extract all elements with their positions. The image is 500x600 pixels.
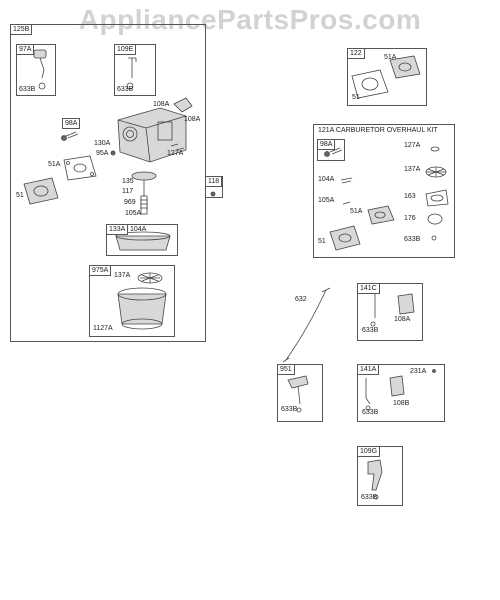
group-97a-frame [16, 44, 56, 96]
group-951-frame [277, 364, 323, 422]
part-231a-label[interactable]: 231A [410, 368, 427, 375]
part-95a-label[interactable]: 95A [96, 150, 109, 157]
kit-part-163-label[interactable]: 163 [404, 193, 416, 200]
part-97a-ref[interactable]: 97A [16, 44, 35, 55]
part-105a-label[interactable]: 105A [125, 210, 142, 217]
kit-part-98a-ref[interactable]: 98A [317, 139, 336, 150]
group-141c-frame [357, 283, 423, 341]
group-125b-ref[interactable]: 125B [10, 24, 33, 35]
group-122-ref[interactable]: 122 [347, 48, 365, 59]
part-109e-ref[interactable]: 109E [114, 44, 137, 55]
part-98a-ref[interactable]: 98A [62, 118, 81, 129]
part-108a-label[interactable]: 108A [394, 316, 411, 323]
group-975a-frame [89, 265, 175, 337]
kit-part-51a-label[interactable]: 51A [350, 208, 363, 215]
kit-part-633b-label[interactable]: 633B [404, 236, 421, 243]
part-633b-label[interactable]: 633B [362, 409, 379, 416]
part-969-label[interactable]: 969 [124, 199, 136, 206]
part-117-label[interactable]: 117 [122, 188, 134, 195]
part-1127a-label[interactable]: 1127A [93, 325, 113, 332]
part-118-ref[interactable]: 118 [205, 176, 223, 187]
part-633b-label[interactable]: 633B [362, 327, 379, 334]
kit-part-51-label[interactable]: 51 [318, 238, 326, 245]
part-632-label[interactable]: 632 [295, 296, 307, 303]
kit-part-127a-label[interactable]: 127A [404, 142, 421, 149]
part-633b-label[interactable]: 633B [117, 86, 134, 93]
part-135-label[interactable]: 135 [122, 178, 134, 185]
part-127a-label[interactable]: 127A [167, 150, 184, 157]
group-951-ref[interactable]: 951 [277, 364, 295, 375]
part-51a-label[interactable]: 51A [48, 161, 61, 168]
kit-part-137a-label[interactable]: 137A [404, 166, 421, 173]
part-130a-label[interactable]: 130A [94, 140, 111, 147]
kit-title-text: CARBURETOR OVERHAUL KIT [335, 127, 438, 134]
part-51a-label[interactable]: 51A [384, 54, 397, 61]
part-633b-label[interactable]: 633B [19, 86, 36, 93]
part-975a-ref[interactable]: 975A [89, 265, 112, 276]
group-109g-ref[interactable]: 109G [357, 446, 381, 457]
kit-part-176-label[interactable]: 176 [404, 215, 416, 222]
kit-ref[interactable]: 121A [318, 127, 334, 134]
kit-title: 121A CARBURETOR OVERHAUL KIT [318, 126, 438, 135]
part-104a-label[interactable]: 104A [130, 226, 147, 233]
kit-part-105a-label[interactable]: 105A [318, 197, 335, 204]
part-108a-label[interactable]: 108A [153, 101, 170, 108]
part-108a-label[interactable]: 108A [184, 116, 201, 123]
group-133a-frame [106, 224, 178, 256]
group-141a-ref[interactable]: 141A [357, 364, 380, 375]
group-122-frame [347, 48, 427, 106]
watermark: AppliancePartsPros.com [78, 4, 422, 35]
group-141c-ref[interactable]: 141C [357, 283, 380, 294]
part-51-label[interactable]: 51 [352, 94, 360, 101]
part-137a-label[interactable]: 137A [114, 272, 131, 279]
part-108b-label[interactable]: 108B [393, 400, 410, 407]
kit-part-104a-label[interactable]: 104A [318, 176, 335, 183]
part-633b-label[interactable]: 633B [361, 494, 378, 501]
part-133a-ref[interactable]: 133A [106, 224, 129, 235]
group-141a-frame [357, 364, 445, 422]
kit-121a-frame [313, 124, 455, 258]
part-633b-label[interactable]: 633B [281, 406, 298, 413]
part-51-label[interactable]: 51 [16, 192, 24, 199]
